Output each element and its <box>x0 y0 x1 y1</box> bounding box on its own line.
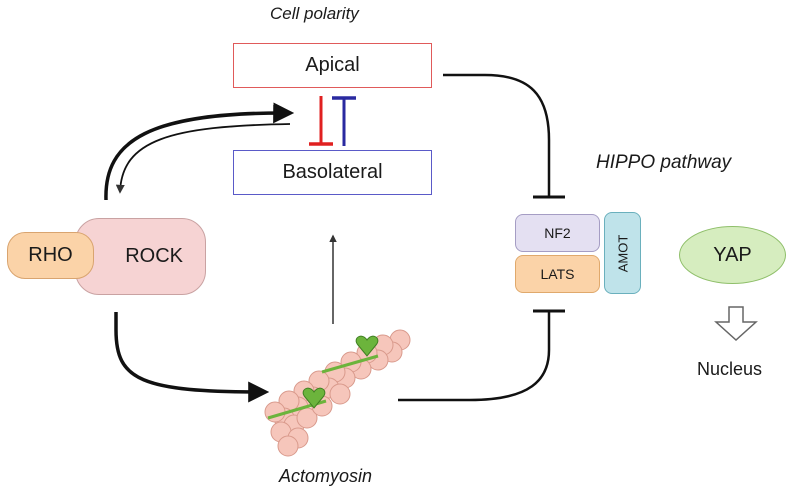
apical-inhibits-basolateral <box>309 96 333 146</box>
cell-polarity-title: Cell polarity <box>270 4 359 23</box>
rho-label: RHO <box>28 244 73 266</box>
apical-box: Apical <box>233 43 432 88</box>
apical-label: Apical <box>305 54 360 76</box>
lats-label: LATS <box>540 266 575 282</box>
basolateral-inhibits-apical <box>332 96 356 146</box>
basolateral-label: Basolateral <box>282 161 383 183</box>
nucleus-arrow <box>714 306 758 342</box>
nf2-node: NF2 <box>515 214 600 252</box>
nucleus-label: Nucleus <box>697 359 763 379</box>
actomyosin-title: Actomyosin <box>279 466 373 486</box>
basolateral-box: Basolateral <box>233 150 432 195</box>
actomyosin-to-hippo-inhibition <box>398 311 551 402</box>
nf2-label: NF2 <box>544 225 571 241</box>
actomyosin-filament <box>264 329 411 457</box>
actin-beads <box>264 329 411 457</box>
lats-node: LATS <box>515 255 600 293</box>
myosin-motors <box>267 335 379 420</box>
apical-to-rock-arrow <box>115 123 291 194</box>
rock-to-actomyosin-arrow <box>114 312 270 403</box>
rock-node: ROCK <box>75 218 206 295</box>
yap-label: YAP <box>713 243 752 266</box>
rock-to-apical-arrow <box>104 102 295 201</box>
rock-label: ROCK <box>125 245 183 267</box>
amot-label: AMOT <box>615 234 630 272</box>
amot-node: AMOT <box>604 212 641 294</box>
rho-node: RHO <box>7 232 94 279</box>
yap-node: YAP <box>679 226 786 284</box>
apical-to-hippo-inhibition <box>443 73 551 197</box>
hippo-pathway-title: HIPPO pathway <box>596 152 732 173</box>
